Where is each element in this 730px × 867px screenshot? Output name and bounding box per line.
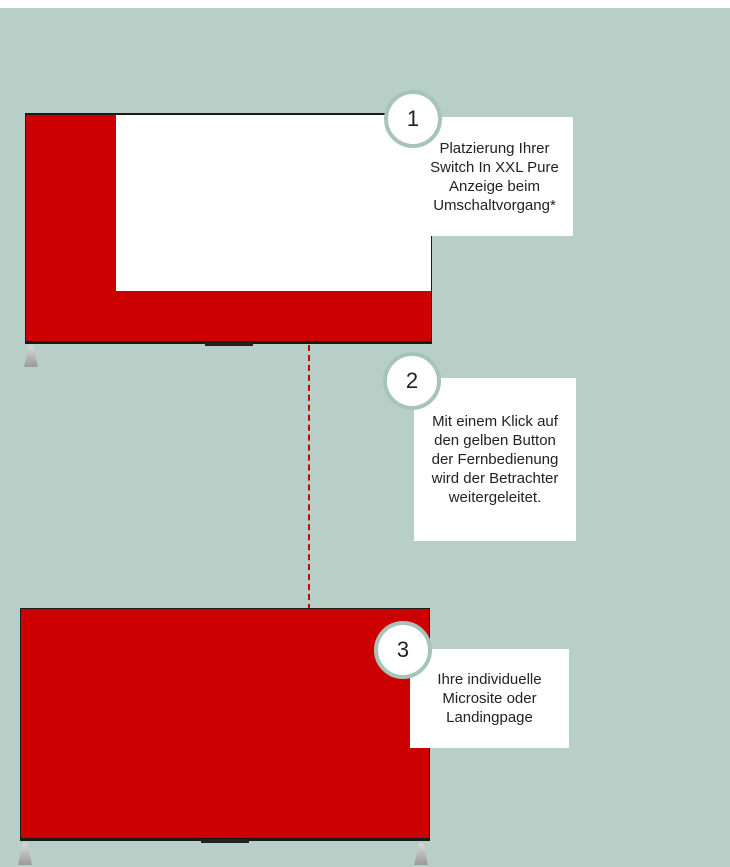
tv-screen-switch-in <box>25 113 432 346</box>
step-1-description: Platzierung Ihrer Switch In XXL Pure Anz… <box>416 117 573 236</box>
step-3-number: 3 <box>374 621 432 679</box>
connector-line <box>308 345 310 610</box>
step-3-description: Ihre individuelle Microsite oder Landing… <box>410 649 569 748</box>
step-2-description: Mit einem Klick auf den gelben Button de… <box>414 378 576 541</box>
ad-frame-bottom <box>26 291 431 341</box>
tv-program-area <box>116 115 431 291</box>
tv-logo-bar <box>201 839 249 843</box>
tv-screen-microsite <box>20 608 430 843</box>
step-1-number: 1 <box>384 90 442 148</box>
tv-logo-bar <box>204 342 253 346</box>
step-2-number: 2 <box>383 352 441 410</box>
